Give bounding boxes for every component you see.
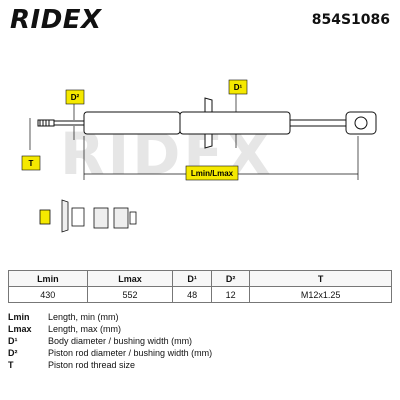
- svg-text:D²: D²: [71, 93, 80, 102]
- legend-key: T: [8, 360, 14, 370]
- header-d2: D²: [210, 270, 251, 287]
- legend-key: D¹: [8, 336, 18, 346]
- legend-item: T Piston rod thread size: [8, 359, 392, 371]
- legend-item: D¹ Body diameter / bushing width (mm): [8, 335, 392, 347]
- part-number: 854S1086: [311, 12, 390, 28]
- label-t: T: [21, 155, 41, 171]
- mounting-hardware: [39, 199, 137, 233]
- header-lmin: Lmin: [8, 270, 88, 287]
- nut: [39, 209, 51, 225]
- legend: Lmin Length, min (mm) Lmax Length, max (…: [8, 311, 392, 371]
- shock-absorber: [37, 97, 377, 149]
- spacer: [71, 207, 85, 227]
- shock-absorber-drawing: D² D¹ T Lmin/Lmax: [21, 79, 377, 233]
- header-t: T: [249, 270, 392, 287]
- spec-value-row: 430 552 48 12 M12x1.25: [8, 286, 392, 303]
- legend-desc: Length, min (mm): [48, 312, 119, 322]
- ridex-logo: RIDEX: [10, 5, 102, 35]
- label-d2: D²: [65, 89, 85, 105]
- svg-text:T: T: [29, 159, 34, 168]
- spec-header-row: Lmin Lmax D¹ D² T: [8, 270, 392, 287]
- legend-desc: Length, max (mm): [48, 324, 122, 334]
- bushing-left: [93, 207, 109, 229]
- value-lmax: 552: [86, 286, 174, 303]
- body-lower: [179, 111, 291, 135]
- washer-cup: [61, 199, 69, 233]
- legend-desc: Piston rod diameter / bushing width (mm): [48, 348, 213, 358]
- eye-hole: [354, 116, 368, 130]
- legend-item: D² Piston rod diameter / bushing width (…: [8, 347, 392, 359]
- value-lmin: 430: [8, 286, 88, 303]
- legend-item: Lmax Length, max (mm): [8, 323, 392, 335]
- legend-key: D²: [8, 348, 18, 358]
- bushing-right: [113, 207, 129, 229]
- legend-key: Lmax: [8, 324, 32, 334]
- header-d1: D¹: [172, 270, 212, 287]
- legend-desc: Piston rod thread size: [48, 360, 136, 370]
- header-lmax: Lmax: [86, 270, 174, 287]
- svg-text:Lmin/Lmax: Lmin/Lmax: [191, 169, 234, 178]
- legend-key: Lmin: [8, 312, 30, 322]
- svg-text:D¹: D¹: [234, 83, 243, 92]
- lower-rod: [289, 119, 347, 127]
- washer: [129, 211, 137, 225]
- mount-bracket: [204, 97, 213, 149]
- spec-table: Lmin Lmax D¹ D² T 430 552 48 12 M12x1.25: [8, 270, 392, 303]
- value-t: M12x1.25: [249, 286, 392, 303]
- value-d1: 48: [172, 286, 212, 303]
- label-d1: D¹: [228, 79, 248, 95]
- piston-rod: [53, 120, 85, 126]
- label-length: Lmin/Lmax: [185, 165, 239, 181]
- value-d2: 12: [210, 286, 251, 303]
- body-upper: [83, 111, 181, 135]
- legend-desc: Body diameter / bushing width (mm): [48, 336, 193, 346]
- legend-item: Lmin Length, min (mm): [8, 311, 392, 323]
